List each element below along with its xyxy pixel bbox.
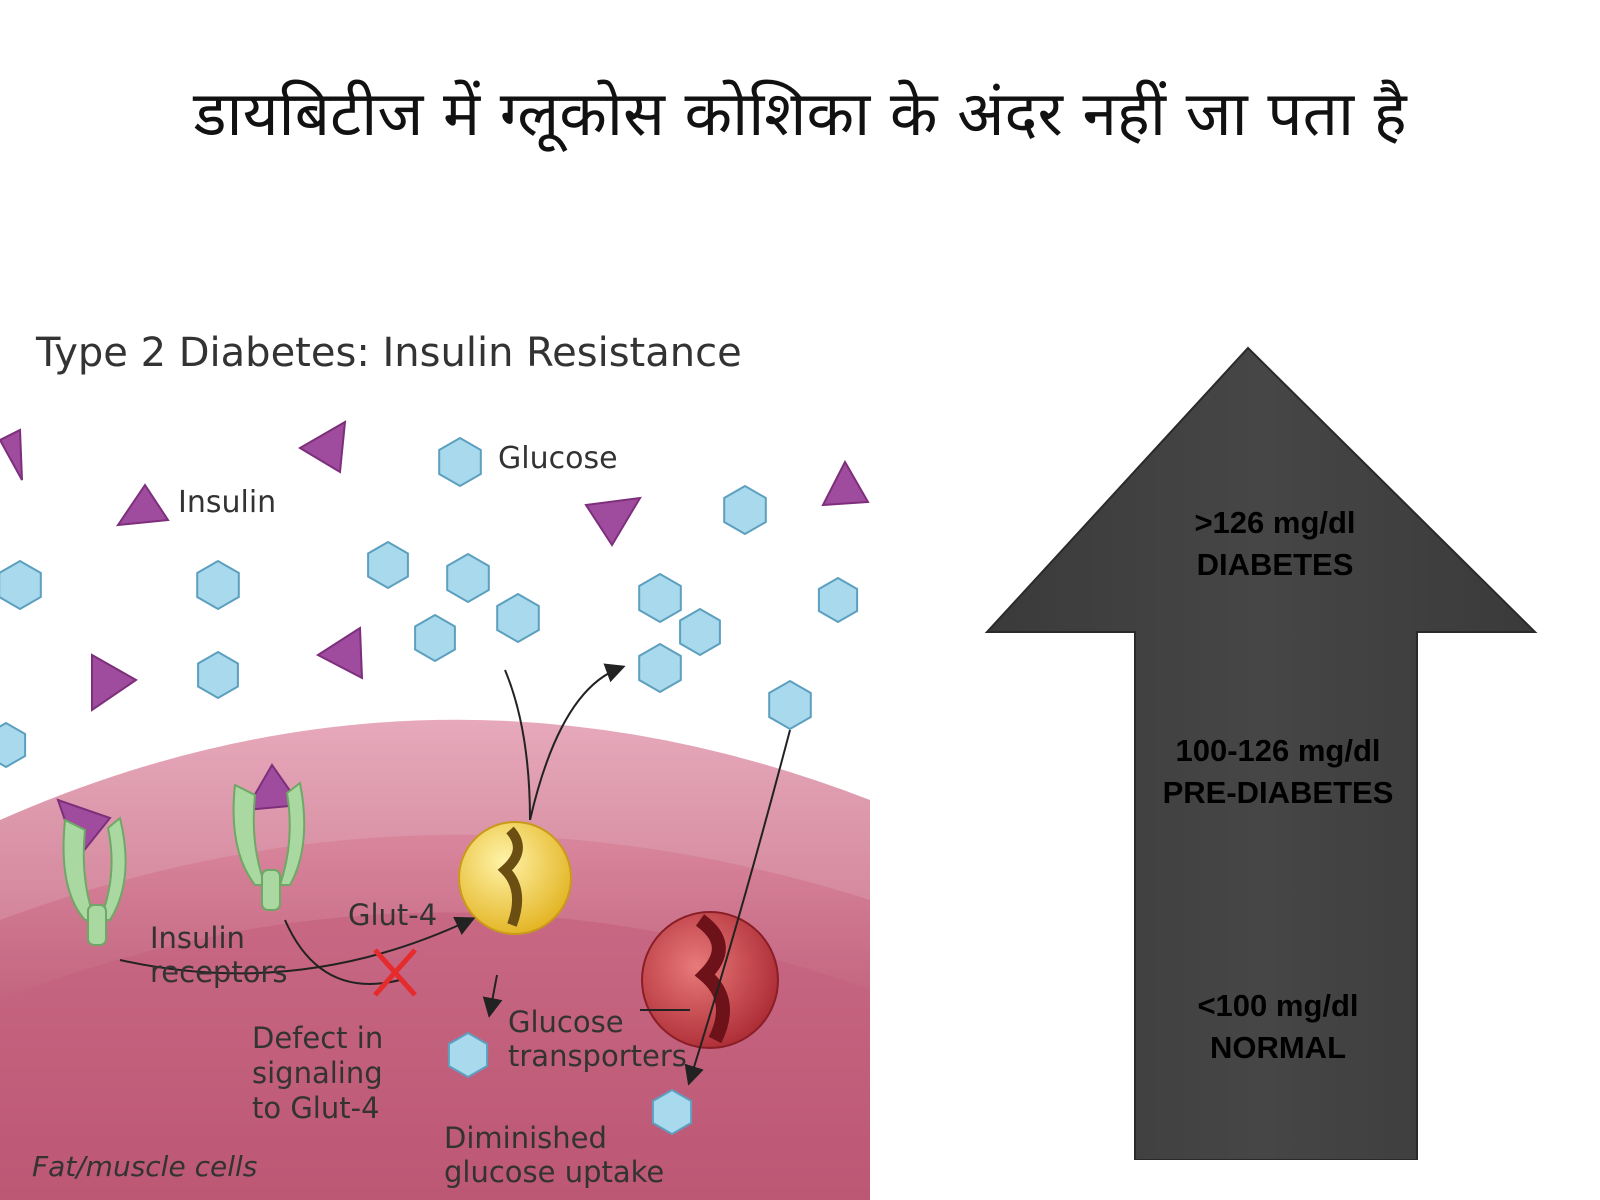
label-transporters-1: Glucose — [508, 1005, 624, 1039]
glucose-icon — [197, 650, 239, 700]
glucose-icon — [679, 607, 721, 657]
glucose-icon — [446, 552, 490, 604]
glucose-icon — [638, 642, 682, 694]
glucose-icon — [0, 559, 42, 611]
glucose-icon — [367, 540, 409, 590]
level-prediabetes: 100-126 mg/dl PRE-DIABETES — [1118, 730, 1438, 814]
label-defect-1: Defect in — [252, 1021, 383, 1055]
diagram-title: Type 2 Diabetes: Insulin Resistance — [36, 330, 742, 376]
label-insulin-receptors-2: receptors — [150, 955, 287, 989]
glucose-icon — [651, 1088, 693, 1136]
level-prediabetes-value: 100-126 mg/dl — [1175, 733, 1381, 768]
arrow-shape — [984, 346, 1538, 1160]
level-diabetes-label: DIABETES — [1196, 547, 1354, 582]
insulin-resistance-diagram: Insulin Glucose Insulin receptors Glut-4… — [0, 420, 870, 1200]
level-normal-value: <100 mg/dl — [1197, 988, 1359, 1023]
insulin-icon — [821, 459, 870, 507]
label-defect-3: to Glut-4 — [252, 1091, 380, 1125]
label-insulin: Insulin — [178, 485, 276, 520]
label-defect-2: signaling — [252, 1056, 383, 1090]
label-glut4: Glut-4 — [348, 898, 437, 932]
glucose-icon — [817, 576, 859, 624]
level-diabetes: >126 mg/dl DIABETES — [1115, 502, 1435, 586]
glucose-molecules — [0, 436, 859, 1136]
level-normal: <100 mg/dl NORMAL — [1118, 985, 1438, 1069]
glucose-icon — [447, 1031, 489, 1079]
insulin-molecules — [0, 420, 870, 861]
insulin-icon — [298, 420, 347, 474]
insulin-icon — [244, 763, 302, 812]
label-transporters-2: transporters — [508, 1039, 687, 1073]
insulin-icon — [584, 496, 642, 547]
label-cells: Fat/muscle cells — [32, 1150, 257, 1183]
insulin-receptor — [232, 781, 306, 911]
level-prediabetes-label: PRE-DIABETES — [1162, 775, 1394, 810]
glucose-icon — [496, 592, 540, 644]
glucose-icon — [414, 613, 456, 663]
insulin-icon — [91, 653, 138, 712]
insulin-icon — [115, 483, 170, 527]
level-normal-label: NORMAL — [1209, 1030, 1347, 1065]
glucose-icon — [0, 721, 27, 769]
glucose-icon — [196, 559, 240, 611]
label-uptake-2: glucose uptake — [444, 1155, 664, 1189]
glucose-level-arrow — [984, 346, 1538, 1160]
glucose-icon — [438, 436, 482, 488]
insulin-receptor — [62, 816, 127, 946]
slide-title: डायबिटीज में ग्लूकोस कोशिका के अंदर नहीं… — [193, 77, 1407, 150]
label-uptake-1: Diminished — [444, 1121, 607, 1155]
glucose-icon — [723, 484, 767, 536]
label-glucose: Glucose — [498, 441, 618, 476]
signal-defect-icon — [373, 948, 417, 997]
glucose-icon — [768, 679, 812, 731]
glucose-icon — [638, 572, 682, 624]
insulin-icon — [316, 626, 364, 680]
label-insulin-receptors-1: Insulin — [150, 921, 245, 955]
level-diabetes-value: >126 mg/dl — [1194, 505, 1356, 540]
insulin-icon — [0, 428, 23, 481]
